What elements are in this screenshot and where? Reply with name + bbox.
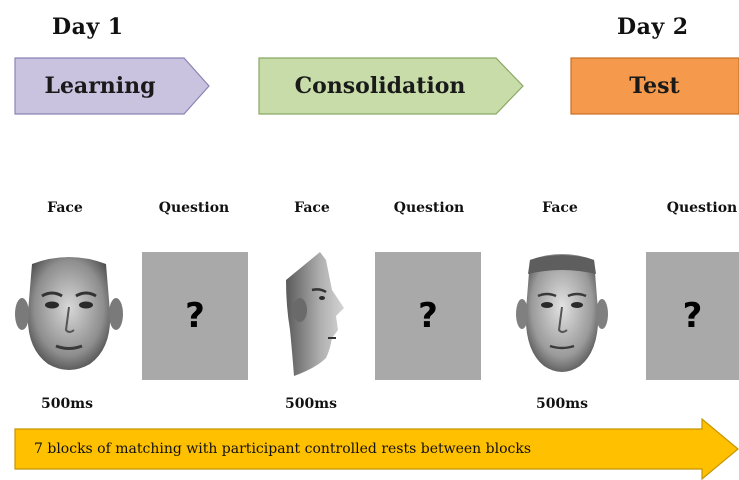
question-mark-2: ? [418,296,438,336]
test-box-shape [570,57,739,115]
blocks-description-text: 7 blocks of matching with participant co… [34,441,532,457]
phase-learning-label: Learning [44,73,156,99]
face-image-2 [286,252,344,376]
phase-consolidation: Consolidation [258,57,524,115]
phase-consolidation-label: Consolidation [294,73,466,99]
learning-arrow-shape [14,57,210,115]
column-label-question-1: Question [158,200,230,216]
duration-label-1: 500ms [41,396,93,412]
day-1-label: Day 1 [52,14,124,40]
day-2-label: Day 2 [617,14,689,40]
phase-learning: Learning [14,57,210,115]
face-image-3 [516,254,608,372]
column-label-question-2: Question [393,200,465,216]
column-label-face-3: Face [542,200,578,216]
column-label-face-2: Face [294,200,330,216]
face-image-1 [15,257,123,370]
question-mark-1: ? [185,296,205,336]
duration-label-3: 500ms [536,396,588,412]
column-label-face-1: Face [47,200,83,216]
phase-test-label: Test [629,73,680,99]
duration-label-2: 500ms [285,396,337,412]
blocks-arrow-shape [14,418,739,480]
question-box-2: ? [375,252,481,380]
consolidation-arrow-shape [258,57,524,115]
question-mark-3: ? [682,296,703,336]
question-box-1: ? [142,252,248,380]
column-label-question-3: Question [666,200,738,216]
question-box-3: ? [646,252,739,380]
phase-test: Test [570,57,739,115]
